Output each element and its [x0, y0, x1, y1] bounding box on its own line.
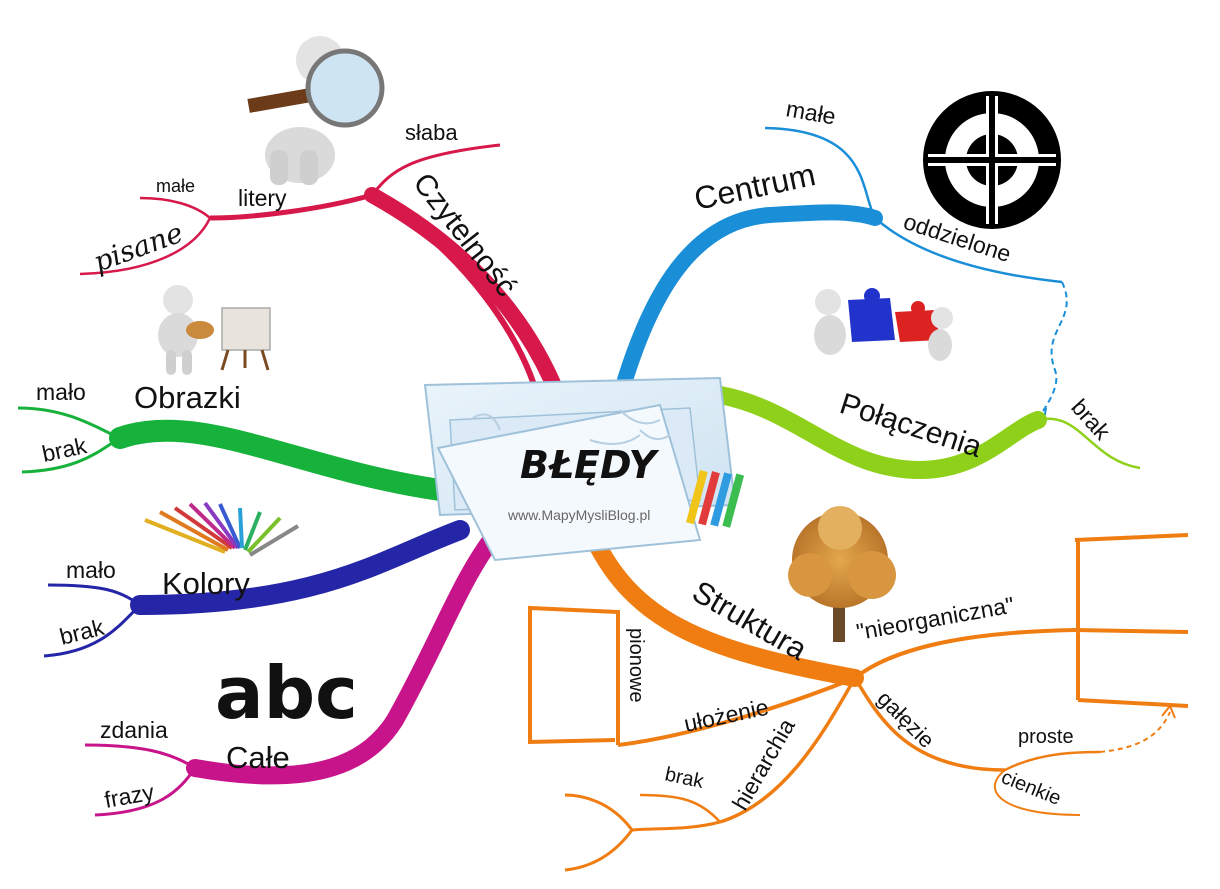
painter-figure-icon — [158, 285, 271, 375]
crayons-icon — [144, 501, 300, 557]
struktura-brak-label: brak — [663, 763, 707, 793]
target-icon — [923, 91, 1061, 229]
centrum-male-label: małe — [784, 95, 838, 129]
obrazki-malo-label: mało — [36, 379, 86, 405]
frazy-label: frazy — [102, 779, 156, 813]
svg-text:abc: abc — [215, 651, 358, 735]
pionowe-label: pionowe — [625, 628, 647, 703]
branch-cale: Całe zdania frazy — [84, 526, 504, 817]
kolory-label: Kolory — [162, 566, 250, 601]
branch-polaczenia: Połączenia brak — [711, 386, 1141, 480]
nieorganiczna-label: "nieorganiczna" — [854, 592, 1016, 645]
center-card-front — [436, 403, 702, 562]
obrazki-label: Obrazki — [134, 380, 241, 415]
markers-icon — [686, 470, 745, 528]
magnifier-figure-icon — [247, 36, 385, 185]
litery-label: litery — [238, 185, 287, 211]
kolory-malo-label: mało — [66, 557, 116, 583]
abc-letters-icon: abc — [215, 651, 358, 735]
branch-obrazki: Obrazki mało brak — [17, 379, 451, 501]
kolory-brak-label: brak — [57, 614, 107, 650]
pisane-label: pisane — [89, 216, 187, 279]
zdania-label: zdania — [100, 717, 168, 743]
ulozenie-label: ułożenie — [682, 694, 771, 737]
male-label: małe — [156, 176, 195, 196]
center-node: BŁĘDY www.MapyMysliBlog.pl — [423, 376, 745, 562]
puzzle-figures-icon — [814, 288, 953, 361]
branch-kolory: Kolory mało brak — [43, 520, 470, 658]
center-title: BŁĘDY — [520, 443, 660, 487]
cale-label: Całe — [226, 740, 290, 775]
center-url: www.MapyMysliBlog.pl — [507, 507, 650, 523]
tree-icon — [788, 506, 896, 642]
polaczenia-brak-label: brak — [1066, 394, 1116, 445]
slaba-label: słaba — [405, 120, 458, 145]
proste-label: proste — [1018, 726, 1074, 748]
